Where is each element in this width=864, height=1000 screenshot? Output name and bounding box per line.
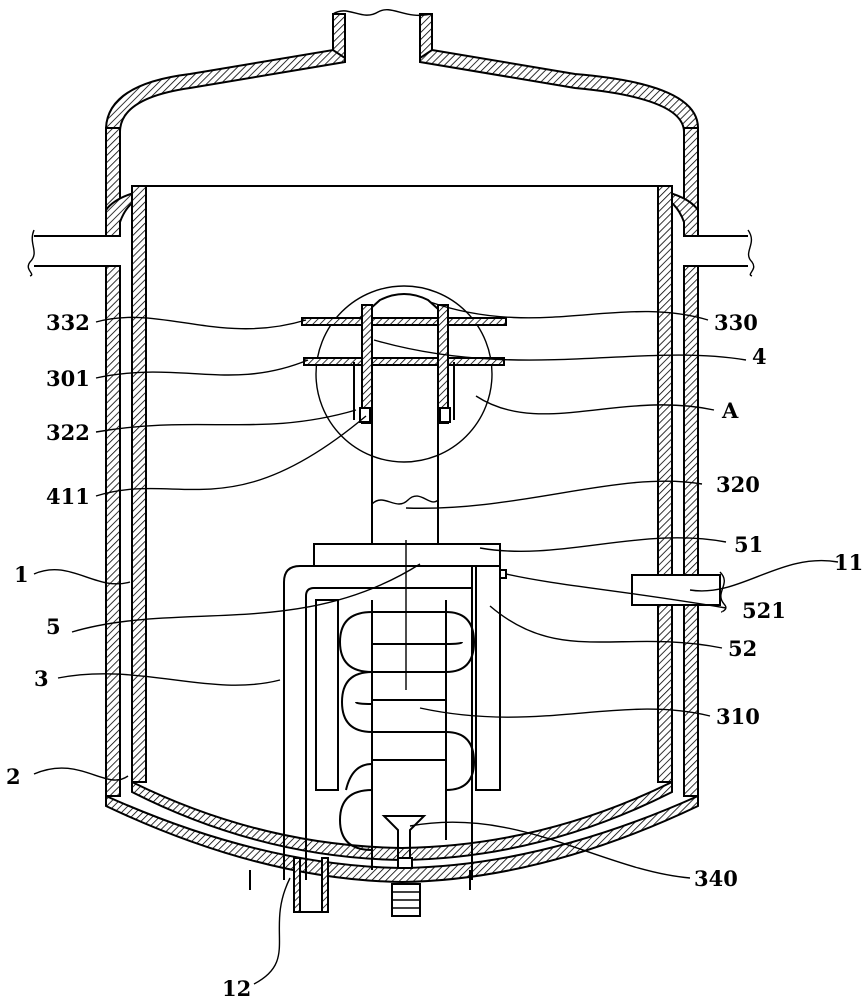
label-5: 5: [46, 614, 61, 639]
label-301: 301: [46, 366, 90, 391]
label-3: 3: [34, 666, 49, 691]
label-411: 411: [46, 484, 90, 509]
label-320: 320: [716, 472, 760, 497]
label-332: 332: [46, 310, 90, 335]
label-1: 1: [14, 562, 29, 587]
bottom-motor-340: [381, 815, 427, 917]
label-521: 521: [742, 598, 786, 623]
jacket-side-nozzles: [27, 229, 755, 277]
label-340: 340: [694, 866, 738, 891]
label-12: 12: [222, 976, 251, 1000]
detail-circle-a: [301, 285, 507, 463]
label-51: 51: [734, 532, 763, 557]
label-322: 322: [46, 420, 90, 445]
outer-jacket: [104, 9, 700, 884]
central-pipe-320: [371, 360, 439, 690]
label-a: A: [721, 398, 739, 423]
label-330: 330: [714, 310, 758, 335]
label-11: 11: [834, 550, 863, 575]
label-52: 52: [728, 636, 757, 661]
label-2: 2: [6, 764, 21, 789]
circulation-loop: [283, 543, 507, 880]
label-4: 4: [752, 344, 767, 369]
outlet-pipe-12: [249, 857, 471, 913]
inner-vessel: [131, 185, 673, 862]
leader-lines: [33, 301, 839, 985]
label-310: 310: [716, 704, 760, 729]
